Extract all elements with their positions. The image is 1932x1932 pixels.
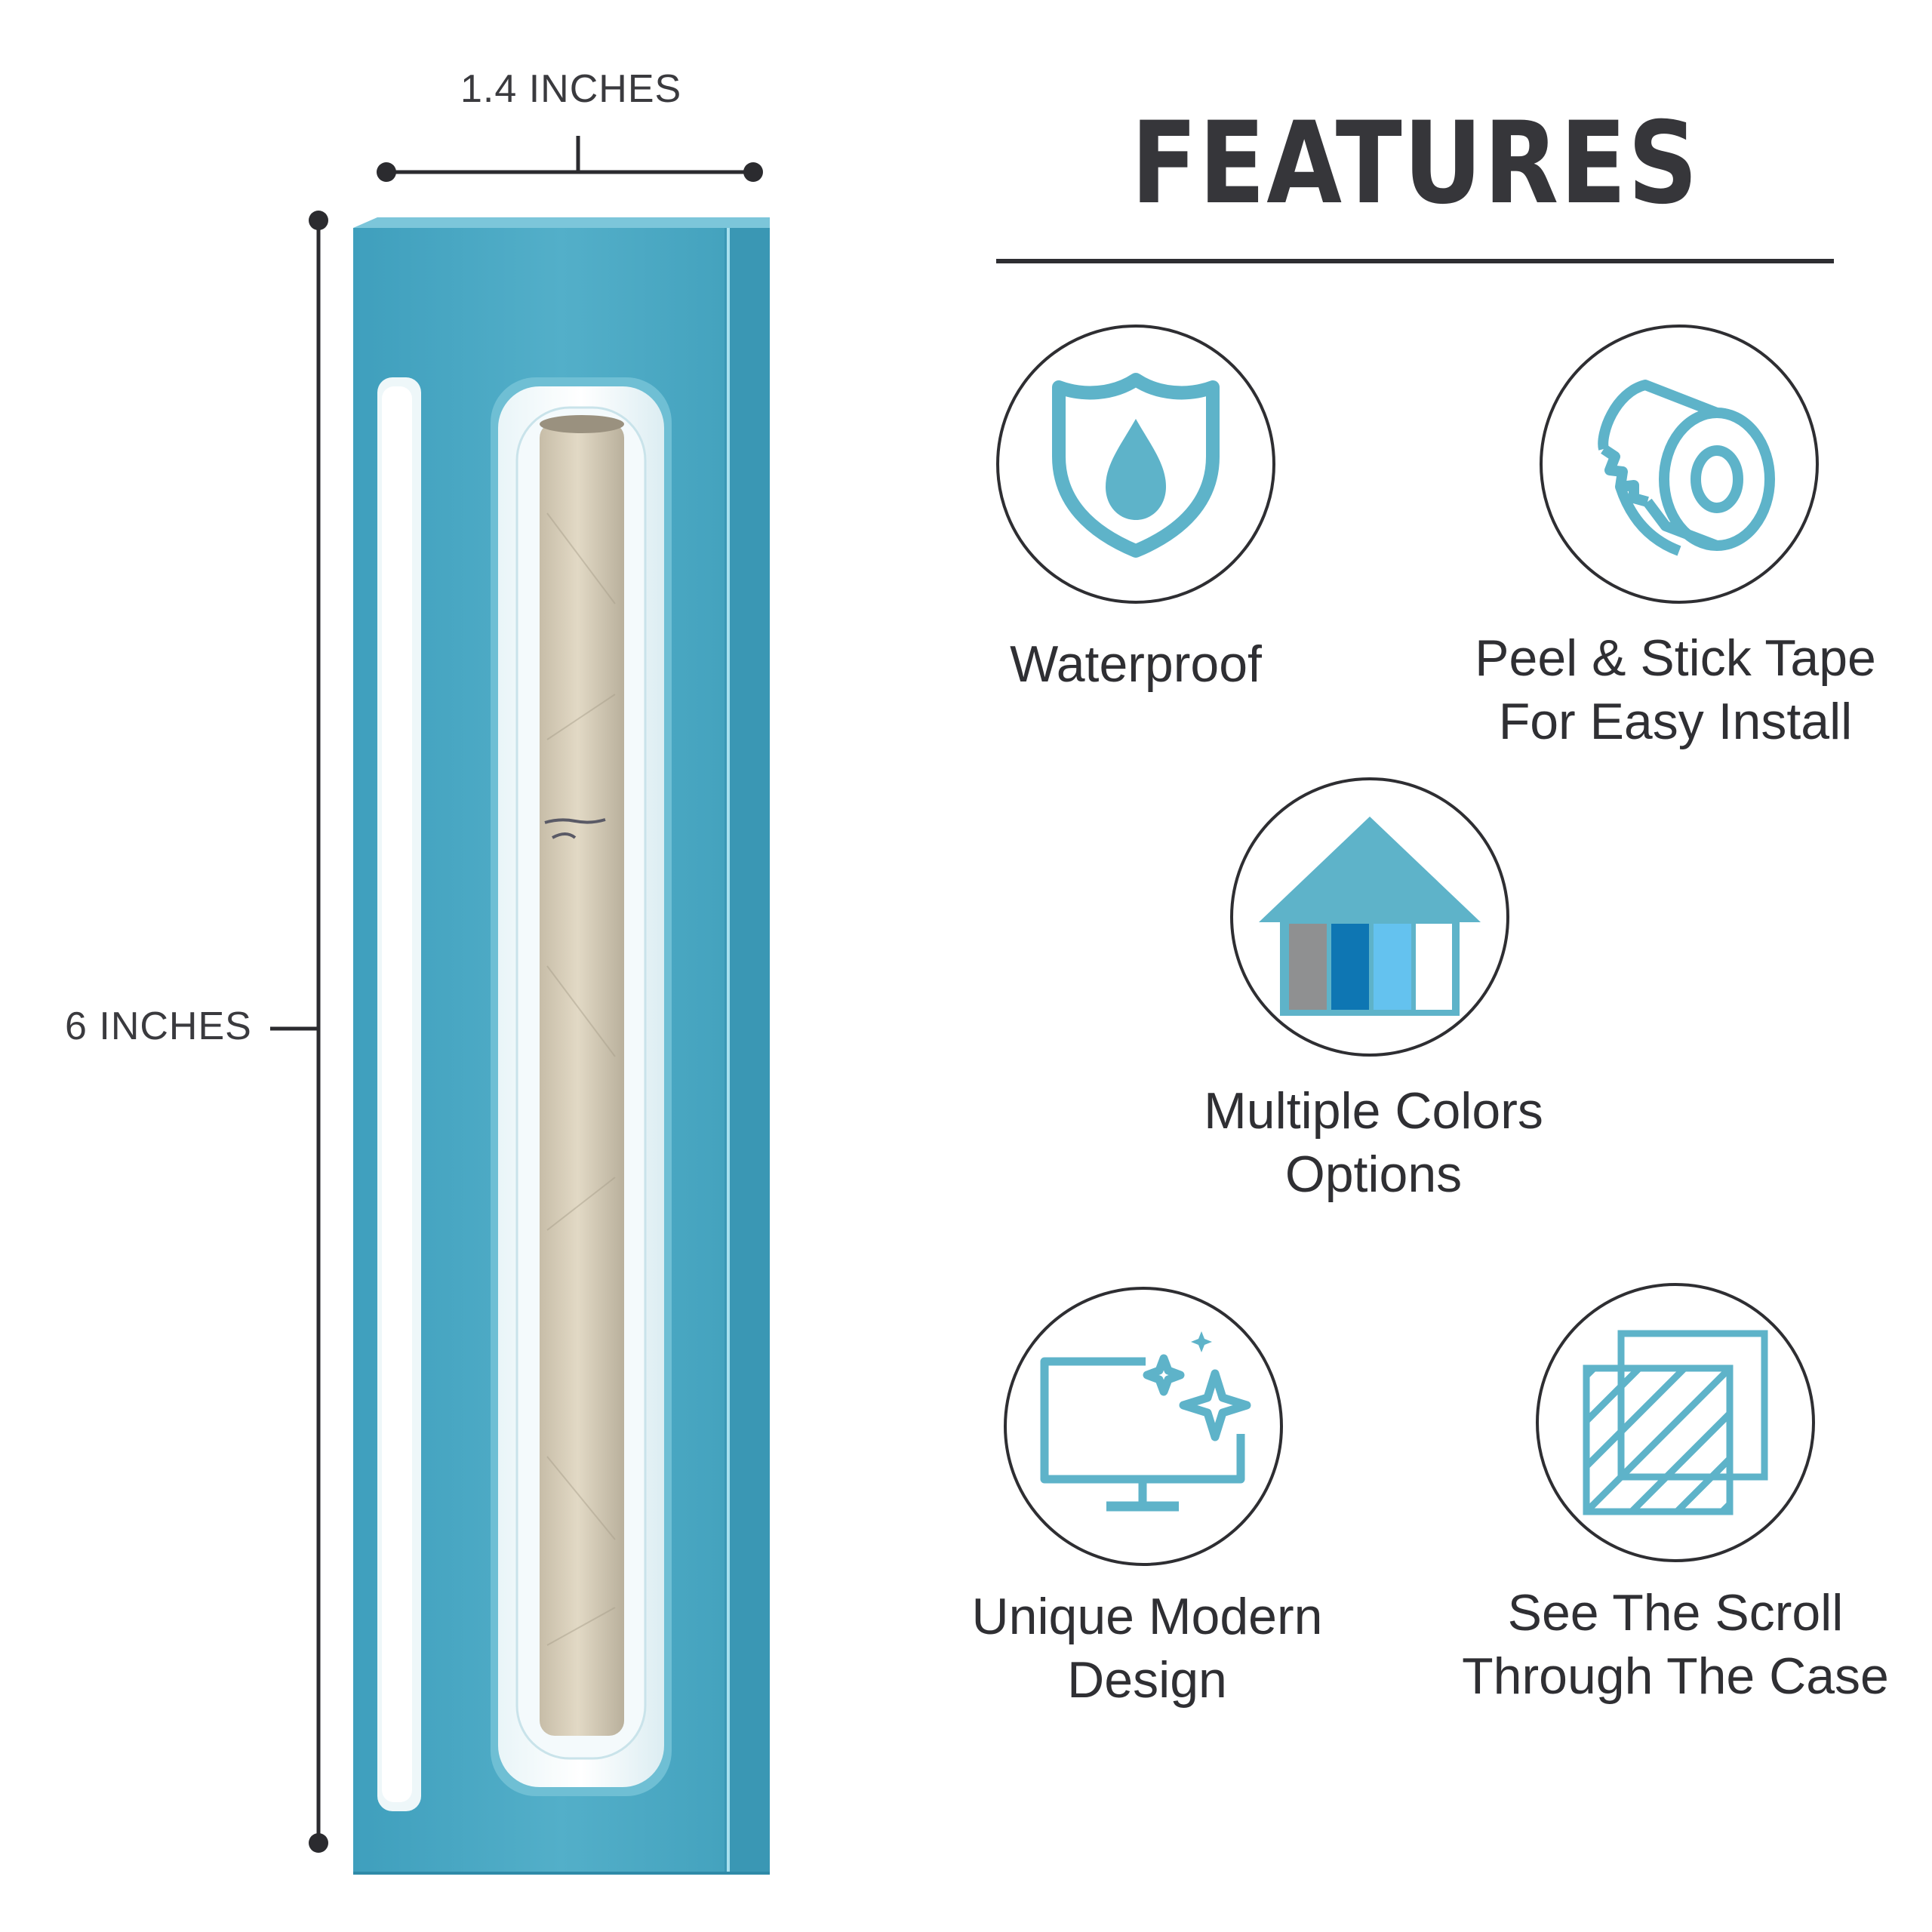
feature-see-through-badge <box>1536 1283 1815 1562</box>
feature-tape-badge <box>1540 325 1819 604</box>
feature-see-through-label: See The Scroll Through The Case <box>1462 1584 1889 1705</box>
height-dimension-line <box>270 211 328 1853</box>
width-dimension-label: 1.4 INCHES <box>460 67 682 111</box>
feature-waterproof-label: Waterproof <box>1010 635 1262 693</box>
height-dimension-label: 6 INCHES <box>65 1004 252 1048</box>
transparent-squares-icon <box>1583 1330 1768 1515</box>
mezuzah-case-image <box>353 217 770 1875</box>
sparkling-monitor-icon <box>1040 1331 1251 1512</box>
feature-colors-label: Multiple Colors Options <box>1204 1082 1543 1203</box>
width-dimension-line <box>377 136 763 182</box>
feature-design-badge <box>1004 1287 1283 1566</box>
feature-colors-badge <box>1230 777 1509 1057</box>
tape-roll-icon <box>1598 380 1775 556</box>
shield-water-drop-icon <box>1052 373 1220 558</box>
color-house-icon <box>1259 817 1481 1016</box>
features-divider <box>996 259 1834 263</box>
feature-design-label: Unique Modern Design <box>971 1588 1323 1709</box>
features-title: FEATURES <box>1131 98 1700 229</box>
feature-waterproof-badge <box>996 325 1275 604</box>
feature-tape-label: Peel & Stick Tape For Easy Install <box>1475 629 1876 750</box>
